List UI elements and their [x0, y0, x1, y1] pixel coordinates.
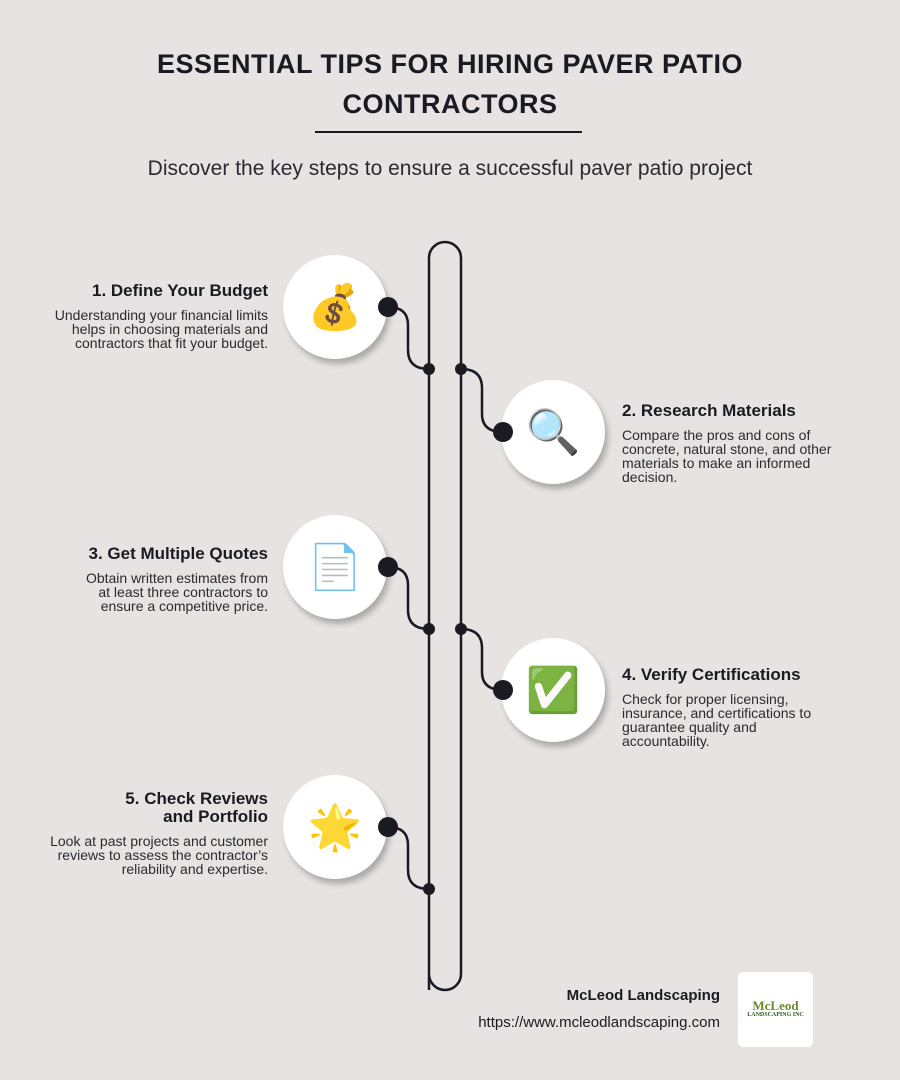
logo-text: McLeod: [752, 998, 799, 1013]
step-title: 4. Verify Certifications: [622, 665, 801, 684]
node-dot: [378, 817, 398, 837]
step-text: Check for proper licensing, insurance, a…: [622, 691, 812, 749]
step-5: 5. Check Reviews and Portfolio Look at p…: [38, 789, 268, 877]
connector-4: [460, 627, 504, 692]
document-icon: 📄: [283, 515, 387, 619]
step-3: 3. Get Multiple Quotes Obtain written es…: [38, 544, 268, 614]
company-logo: McLeod LANDSCAPING INC: [738, 972, 813, 1047]
title-line-1: ESSENTIAL TIPS FOR HIRING PAVER PATIO: [156, 49, 744, 79]
node-dot: [378, 297, 398, 317]
connector-3: [387, 565, 430, 631]
step-title: 5. Check Reviews and Portfolio: [125, 789, 268, 826]
step-2: 2. Research Materials Compare the pros a…: [622, 401, 842, 485]
brand-url[interactable]: https://www.mcleodlandscaping.com: [478, 1014, 720, 1031]
money-bag-icon: 💰: [283, 255, 387, 359]
page-title: ESSENTIAL TIPS FOR HIRING PAVER PATIO CO…: [0, 44, 900, 124]
brand-name: McLeod Landscaping: [566, 987, 720, 1004]
node-dot: [493, 422, 513, 442]
step-title: 2. Research Materials: [622, 401, 796, 420]
junction-dot: [455, 363, 467, 375]
junction-dot: [423, 883, 435, 895]
node-dot: [378, 557, 398, 577]
footer-brand: McLeod Landscaping https://www.mcleodlan…: [478, 987, 720, 1031]
connector-5: [387, 825, 430, 891]
timeline-rail: [427, 240, 463, 992]
subtitle: Discover the key steps to ensure a succe…: [147, 157, 753, 180]
logo-subtext: LANDSCAPING INC: [747, 1012, 804, 1018]
step-text: Look at past projects and customer revie…: [50, 833, 268, 877]
connector-2: [460, 367, 504, 434]
junction-dot: [423, 623, 435, 635]
connector-1: [387, 305, 430, 371]
step-1: 1. Define Your Budget Understanding your…: [38, 281, 268, 351]
star-icon: 🌟: [283, 775, 387, 879]
title-line-2: CONTRACTORS: [342, 89, 558, 119]
junction-dot: [455, 623, 467, 635]
step-text: Obtain written estimates from at least t…: [85, 570, 268, 614]
step-4: 4. Verify Certifications Check for prope…: [622, 665, 842, 749]
title-underline: [315, 131, 582, 133]
junction-dot: [423, 363, 435, 375]
step-text: Compare the pros and cons of concrete, n…: [622, 427, 832, 485]
node-dot: [493, 680, 513, 700]
step-text: Understanding your financial limits help…: [54, 307, 268, 351]
step-title: 3. Get Multiple Quotes: [88, 544, 268, 563]
check-mark-icon: ✅: [501, 638, 605, 742]
magnifying-glass-icon: 🔍: [501, 380, 605, 484]
step-title: 1. Define Your Budget: [91, 281, 268, 300]
